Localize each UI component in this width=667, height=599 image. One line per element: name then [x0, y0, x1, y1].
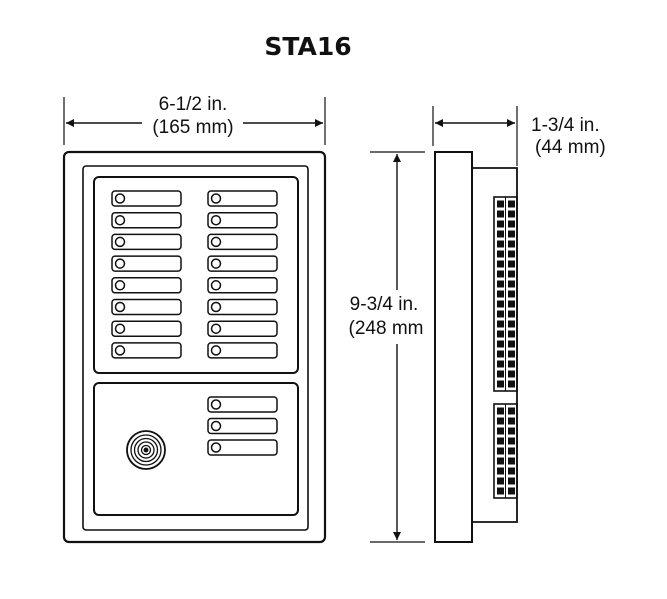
lower-label-strip-3: [207, 439, 278, 456]
label-strip-2-8: [207, 342, 278, 359]
indicator-led-icon: [210, 236, 222, 248]
label-strip-1-8: [111, 342, 182, 359]
upper-label-strips: [111, 190, 278, 359]
terminal-block-upper: [493, 196, 518, 392]
indicator-led-icon: [114, 301, 126, 313]
indicator-led-icon: [210, 214, 222, 226]
indicator-led-icon: [210, 258, 222, 269]
lower-label-strip-2: [207, 417, 278, 435]
speaker-grille-icon: [126, 430, 166, 470]
label-strip-1-4: [111, 255, 182, 272]
height-metric-label: (248 mm: [349, 318, 424, 339]
label-strip-2-1: [207, 190, 278, 207]
label-strip-2-3: [207, 233, 278, 251]
label-strip-1-1: [111, 190, 182, 207]
front-panel: [62, 150, 327, 544]
label-strip-1-5: [111, 277, 182, 294]
indicator-led-icon: [114, 193, 126, 204]
indicator-led-icon: [210, 280, 222, 291]
lower-panel: [93, 382, 299, 516]
side-view: [434, 151, 518, 543]
height-dimension: 9-3/4 in. (248 mm: [349, 151, 425, 543]
upper-label-panel: [93, 176, 299, 374]
indicator-led-icon: [210, 323, 222, 334]
lower-label-strips: [207, 396, 278, 456]
label-strip-1-6: [111, 298, 182, 316]
width-imperial-label: 6-1/2 in.: [159, 94, 228, 115]
indicator-led-icon: [210, 301, 222, 313]
indicator-led-icon: [210, 420, 222, 432]
depth-imperial-label: 1-3/4 in.: [531, 115, 600, 136]
width-dimension: 6-1/2 in. (165 mm): [63, 94, 326, 145]
indicator-led-icon: [114, 345, 126, 356]
indicator-led-icon: [114, 214, 126, 226]
height-imperial-label: 9-3/4 in.: [350, 294, 419, 315]
label-strip-2-6: [207, 298, 278, 316]
label-strip-1-2: [111, 211, 182, 229]
indicator-led-icon: [114, 258, 126, 269]
terminal-block-lower: [493, 403, 518, 499]
indicator-led-icon: [114, 280, 126, 291]
indicator-led-icon: [210, 442, 222, 453]
indicator-led-icon: [210, 399, 222, 410]
label-strip-1-7: [111, 320, 182, 337]
label-strip-1-3: [111, 233, 182, 251]
label-strip-2-7: [207, 320, 278, 337]
lower-label-strip-1: [207, 396, 278, 413]
label-strip-2-4: [207, 255, 278, 272]
label-strip-2-5: [207, 277, 278, 294]
label-strip-2-2: [207, 211, 278, 229]
depth-metric-label: (44 mm): [535, 137, 606, 158]
width-metric-label: (165 mm): [152, 117, 233, 138]
drawing-title: STA16: [264, 32, 351, 61]
indicator-led-icon: [210, 193, 222, 204]
indicator-led-icon: [114, 323, 126, 334]
indicator-led-icon: [210, 345, 222, 356]
depth-dimension: 1-3/4 in. (44 mm): [432, 106, 606, 166]
indicator-led-icon: [114, 236, 126, 248]
